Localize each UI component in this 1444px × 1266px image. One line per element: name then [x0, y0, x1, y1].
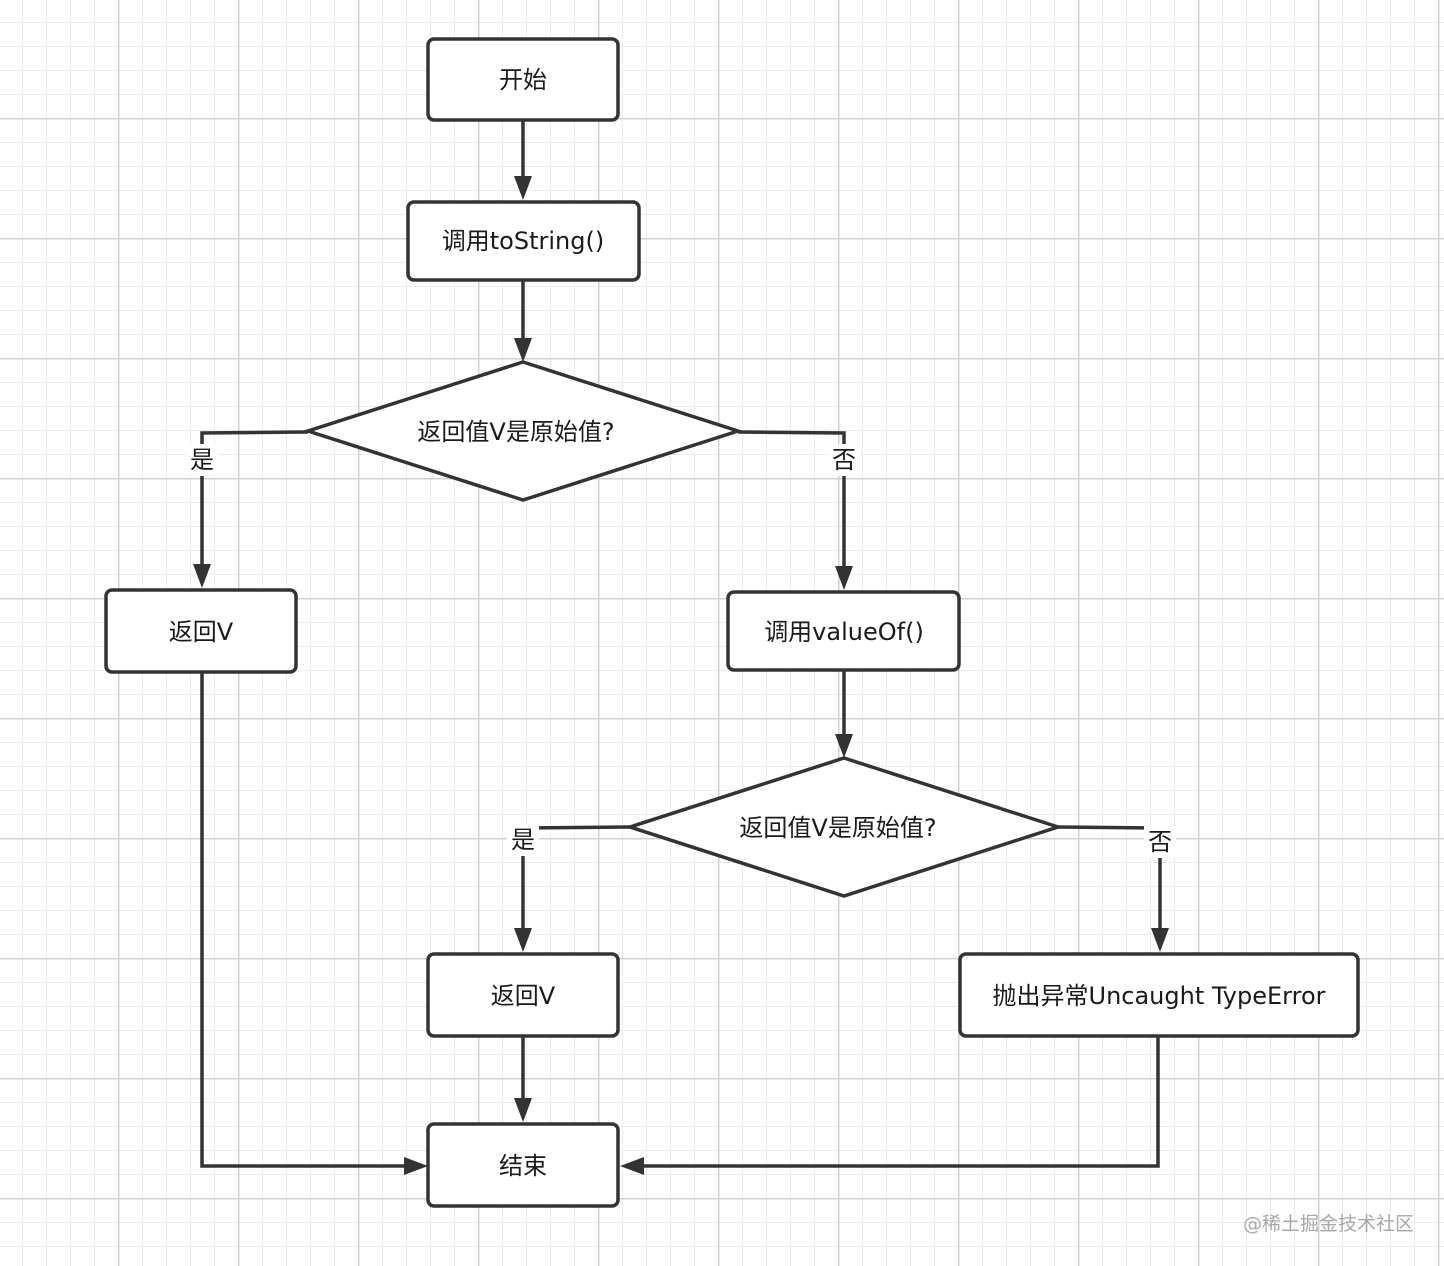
svg-text:调用toString(): 调用toString() [442, 227, 604, 255]
edge-label-no-2: 否 [1144, 826, 1176, 858]
svg-text:返回V: 返回V [169, 618, 234, 646]
svg-text:是: 是 [511, 826, 535, 854]
edge-valueof-to-check-2 [835, 670, 853, 758]
node-return-v-2: 返回V [426, 952, 620, 1038]
edge-label-no-1: 否 [828, 444, 860, 476]
svg-text:返回V: 返回V [491, 982, 556, 1010]
node-check-primitive-1: 返回值V是原始值? [302, 360, 744, 502]
edge-check-1-no [737, 430, 853, 590]
svg-text:是: 是 [190, 446, 214, 474]
node-end: 结束 [426, 1122, 620, 1208]
svg-text:返回值V是原始值?: 返回值V是原始值? [417, 418, 614, 446]
edge-return-v1-to-end [200, 672, 428, 1175]
edge-label-yes-2: 是 [507, 824, 539, 856]
edge-start-to-tostring [514, 120, 532, 200]
node-return-v-1: 返回V [104, 588, 298, 674]
node-check-primitive-2: 返回值V是原始值? [624, 756, 1064, 898]
edge-check-1-yes [193, 430, 309, 588]
svg-text:否: 否 [1148, 828, 1172, 856]
node-start: 开始 [426, 37, 620, 122]
node-call-tostring: 调用toString() [406, 200, 641, 282]
svg-text:返回值V是原始值?: 返回值V是原始值? [739, 814, 936, 842]
svg-text:开始: 开始 [499, 66, 547, 94]
edge-label-yes-1: 是 [186, 444, 218, 476]
edge-return-v2-to-end [514, 1036, 532, 1122]
watermark-text: @稀土掘金技术社区 [1242, 1213, 1414, 1235]
svg-text:抛出异常Uncaught TypeError: 抛出异常Uncaught TypeError [993, 982, 1326, 1010]
svg-text:调用valueOf(): 调用valueOf() [764, 618, 924, 646]
edge-error-to-end [620, 1036, 1160, 1175]
edge-tostring-to-check-1 [514, 280, 532, 362]
node-throw-error: 抛出异常Uncaught TypeError [958, 952, 1360, 1038]
node-call-valueof: 调用valueOf() [726, 590, 961, 672]
svg-text:结束: 结束 [499, 1152, 547, 1180]
svg-text:否: 否 [832, 446, 856, 474]
